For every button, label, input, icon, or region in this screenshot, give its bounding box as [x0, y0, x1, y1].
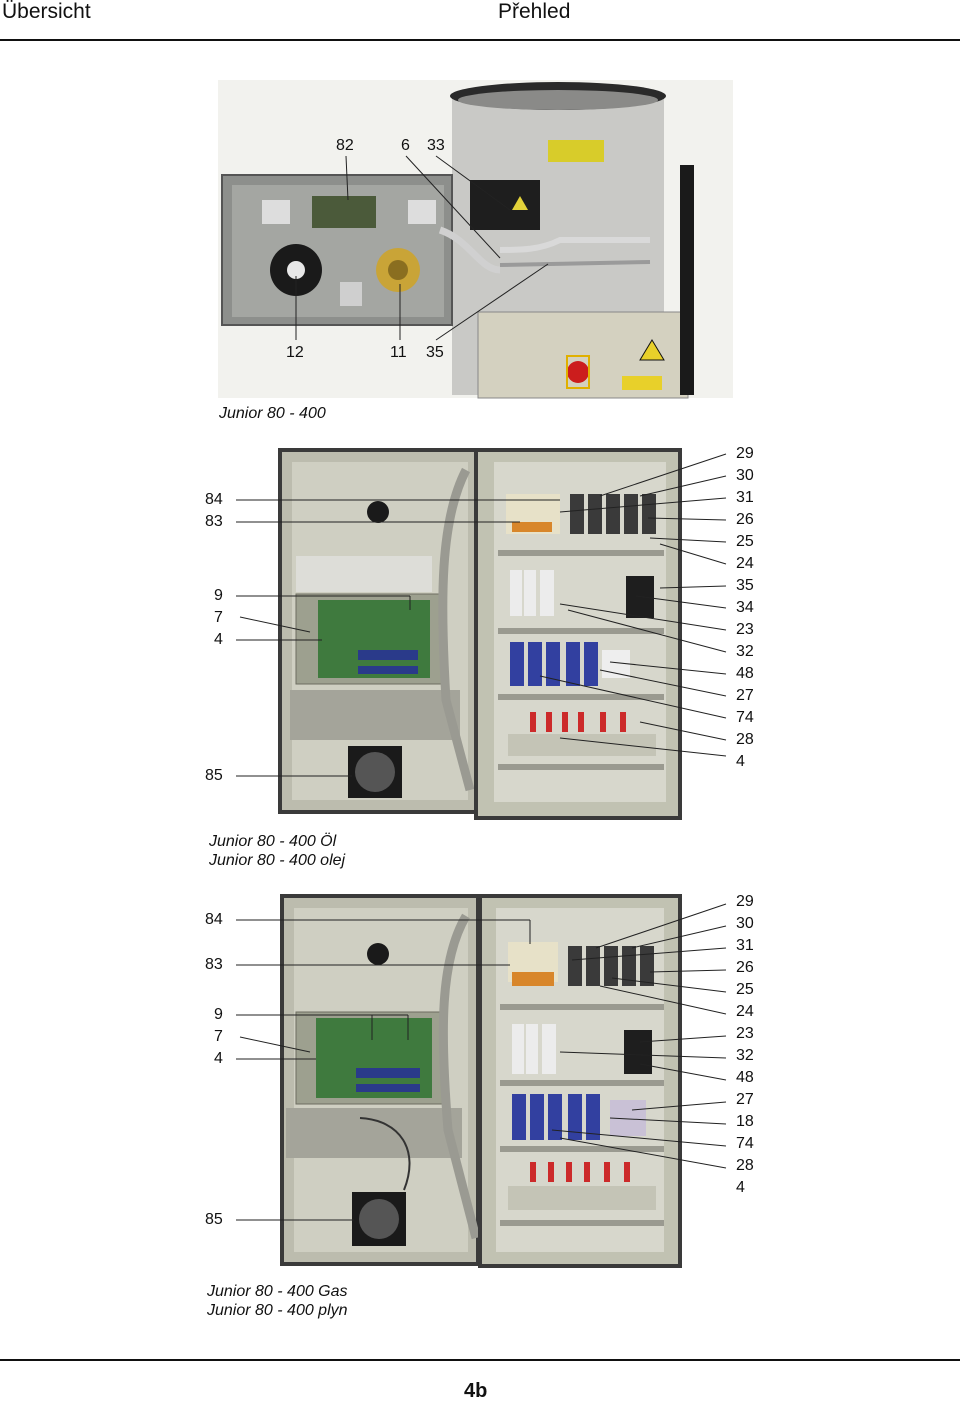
figure2-right-label: 26: [736, 511, 754, 528]
figure2-caption-line1: Junior 80 - 400 Öl: [209, 833, 337, 850]
figure3-right-label: 24: [736, 1003, 754, 1020]
figure3-photo: [236, 894, 727, 1268]
figure1-label: 33: [427, 137, 445, 154]
page-number: 4b: [464, 1380, 488, 1402]
figure3-right-label: 27: [736, 1091, 754, 1108]
figure2-right-label: 24: [736, 555, 754, 572]
figure1-photo: [218, 80, 733, 399]
figure2-left-label: 4: [214, 631, 223, 648]
figure2-left-label: 83: [205, 513, 223, 530]
figure3-left-label: 9: [214, 1006, 223, 1023]
figure2-photo: [236, 448, 727, 820]
figure3-right-label: 31: [736, 937, 754, 954]
figure3-left-label: 4: [214, 1050, 223, 1067]
figure2-right-label: 34: [736, 599, 754, 616]
figure2-right-label: 30: [736, 467, 754, 484]
figure2-right-label: 31: [736, 489, 754, 506]
figure2-left-label: 85: [205, 767, 223, 784]
figure3-right-label: 32: [736, 1047, 754, 1064]
figure3-right-label: 29: [736, 893, 754, 910]
figure3-right-label: 74: [736, 1135, 754, 1152]
figure3-left-label: 84: [205, 911, 223, 928]
figure3-caption-line2: Junior 80 - 400 plyn: [207, 1302, 348, 1319]
figure2-right-label: 27: [736, 687, 754, 704]
figure1-label: 6: [401, 137, 410, 154]
figure1-label: 35: [426, 344, 444, 361]
figure3-right-label: 26: [736, 959, 754, 976]
figure2-left-label: 7: [214, 609, 223, 626]
figure2-left-label: 9: [214, 587, 223, 604]
figure2-right-label: 25: [736, 533, 754, 550]
figure2-right-label: 28: [736, 731, 754, 748]
figure2-left-label: 84: [205, 491, 223, 508]
figure1-label: 11: [390, 344, 407, 361]
figure2-right-label: 32: [736, 643, 754, 660]
figure3-right-label: 4: [736, 1179, 745, 1196]
figure1-label: 82: [336, 137, 354, 154]
figure3-right-label: 30: [736, 915, 754, 932]
figure2-right-label: 74: [736, 709, 754, 726]
figure2-right-label: 23: [736, 621, 754, 638]
figure2-right-label: 4: [736, 753, 745, 770]
figure1-label: 12: [286, 344, 304, 361]
figure3-left-label: 83: [205, 956, 223, 973]
header-title-de: Übersicht: [2, 0, 91, 23]
header-rule: [0, 39, 960, 41]
figure3-left-label: 7: [214, 1028, 223, 1045]
footer-rule: [0, 1359, 960, 1361]
figure3-right-label: 18: [736, 1113, 754, 1130]
header-title-cz: Přehled: [498, 0, 571, 23]
figure2-right-label: 29: [736, 445, 754, 462]
figure2-right-label: 35: [736, 577, 754, 594]
figure2-right-label: 48: [736, 665, 754, 682]
figure3-left-label: 85: [205, 1211, 223, 1228]
figure1-caption: Junior 80 - 400: [219, 405, 326, 422]
figure3-right-label: 23: [736, 1025, 754, 1042]
figure3-right-label: 28: [736, 1157, 754, 1174]
figure3-right-label: 48: [736, 1069, 754, 1086]
figure2-caption-line2: Junior 80 - 400 olej: [209, 852, 346, 869]
figure3-right-label: 25: [736, 981, 754, 998]
figure3-caption-line1: Junior 80 - 400 Gas: [207, 1283, 348, 1300]
